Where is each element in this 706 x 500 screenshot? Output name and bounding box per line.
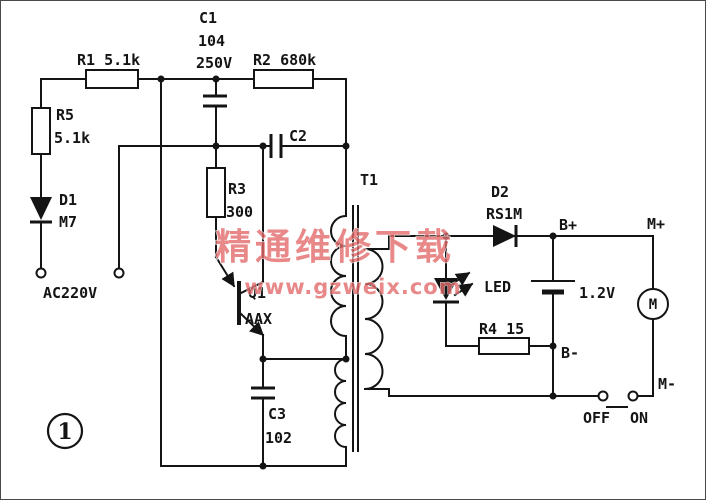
label-ac-input: AC220V — [43, 284, 97, 302]
watermark-url: www.gzweix.com — [244, 275, 461, 299]
label-switch-on: ON — [630, 409, 648, 427]
figure-number-badge: 1 — [46, 412, 84, 450]
label-r5-value: 5.1k — [54, 129, 90, 147]
capacitor-c2 — [269, 134, 283, 158]
motor-body — [637, 288, 669, 320]
label-q1-name: Q1 — [248, 284, 266, 302]
label-c2: C2 — [289, 127, 307, 145]
switch-contact-on — [627, 390, 639, 402]
junction-dot — [342, 355, 350, 363]
label-d2-name: D2 — [491, 183, 509, 201]
transformer-t1 — [330, 205, 384, 452]
t1-secondary-winding — [363, 247, 384, 391]
label-m-minus: M- — [658, 375, 676, 393]
transistor-q1 — [214, 255, 265, 337]
junction-dot — [259, 142, 267, 150]
label-r1: R1 5.1k — [77, 51, 140, 69]
switch-contact-off — [597, 390, 609, 402]
junction-dot — [342, 142, 350, 150]
wire-return-rail — [160, 78, 347, 467]
led-emission-arrow — [453, 282, 474, 297]
resistor-r2 — [253, 69, 314, 89]
capacitor-c1 — [203, 94, 227, 108]
label-d2-value: RS1M — [486, 205, 522, 223]
led-emission-arrow — [450, 271, 471, 286]
wire-neutral-branch — [118, 145, 347, 269]
junction-dot — [549, 232, 557, 240]
labels: C1 104 250V R1 5.1k R2 680k R5 5.1k D1 M… — [43, 9, 676, 447]
label-b-plus: B+ — [559, 216, 577, 234]
wire-led-branch — [445, 235, 554, 347]
label-switch-off: OFF — [583, 409, 610, 427]
label-q1-value: AAX — [245, 310, 272, 328]
terminals — [35, 267, 639, 402]
wire-b-minus-rail — [364, 388, 600, 397]
diode-d1-triangle — [30, 197, 52, 220]
label-b-minus: B- — [561, 344, 579, 362]
label-t1: T1 — [360, 171, 378, 189]
battery-cell — [531, 280, 575, 295]
label-c1-value: 104 — [198, 32, 225, 50]
label-c1-name: C1 — [199, 9, 217, 27]
led-indicator — [433, 271, 474, 304]
label-r5-name: R5 — [56, 106, 74, 124]
t1-primary-winding — [330, 214, 348, 449]
junction-dot — [212, 75, 220, 83]
junction-dot — [549, 392, 557, 400]
q1-base-drive-arrow — [214, 255, 236, 288]
junction-dot — [259, 462, 267, 470]
junction-dot — [212, 142, 220, 150]
diode-d2 — [493, 225, 518, 247]
junction-dot — [157, 75, 165, 83]
wire-b-plus-rail — [364, 235, 654, 250]
watermark-title: 精通维修下载 — [215, 227, 455, 268]
label-c3-name: C3 — [268, 405, 286, 423]
t1-core — [352, 205, 359, 452]
diode-d2-triangle — [493, 225, 516, 247]
label-d1-value: M7 — [59, 213, 77, 231]
capacitor-c3 — [251, 386, 275, 400]
motor: M — [637, 288, 669, 320]
figure-number-circle — [46, 412, 84, 450]
label-r3-value: 300 — [226, 203, 253, 221]
label-r2: R2 680k — [253, 51, 316, 69]
junction-dot — [442, 232, 450, 240]
label-r4: R4 15 — [479, 320, 524, 338]
label-c1-voltage: 250V — [196, 54, 232, 72]
wiring — [40, 78, 654, 467]
label-c3-value: 102 — [265, 429, 292, 447]
resistor-r3 — [206, 167, 226, 218]
junction-dots — [157, 75, 557, 470]
junction-dot — [549, 342, 557, 350]
ac-terminal-neutral — [113, 267, 125, 279]
resistor-r1 — [85, 69, 139, 89]
resistor-r5 — [31, 107, 51, 155]
watermark: 精通维修下载 www.gzweix.com — [214, 226, 461, 299]
figure-number-text: 1 — [57, 419, 72, 445]
label-led: LED — [484, 278, 511, 296]
label-r3-name: R3 — [228, 180, 246, 198]
wire-motor-branch — [636, 235, 654, 397]
junction-dot — [259, 355, 267, 363]
label-battery: 1.2V — [579, 284, 615, 302]
motor-symbol: M — [649, 297, 657, 313]
diode-d1 — [30, 197, 52, 224]
label-d1-name: D1 — [59, 191, 77, 209]
q1-collector-lead — [237, 280, 265, 296]
label-m-plus: M+ — [647, 215, 665, 233]
q1-emitter-lead — [237, 310, 265, 337]
ac-terminal-live — [35, 267, 47, 279]
resistor-r4 — [478, 337, 530, 355]
